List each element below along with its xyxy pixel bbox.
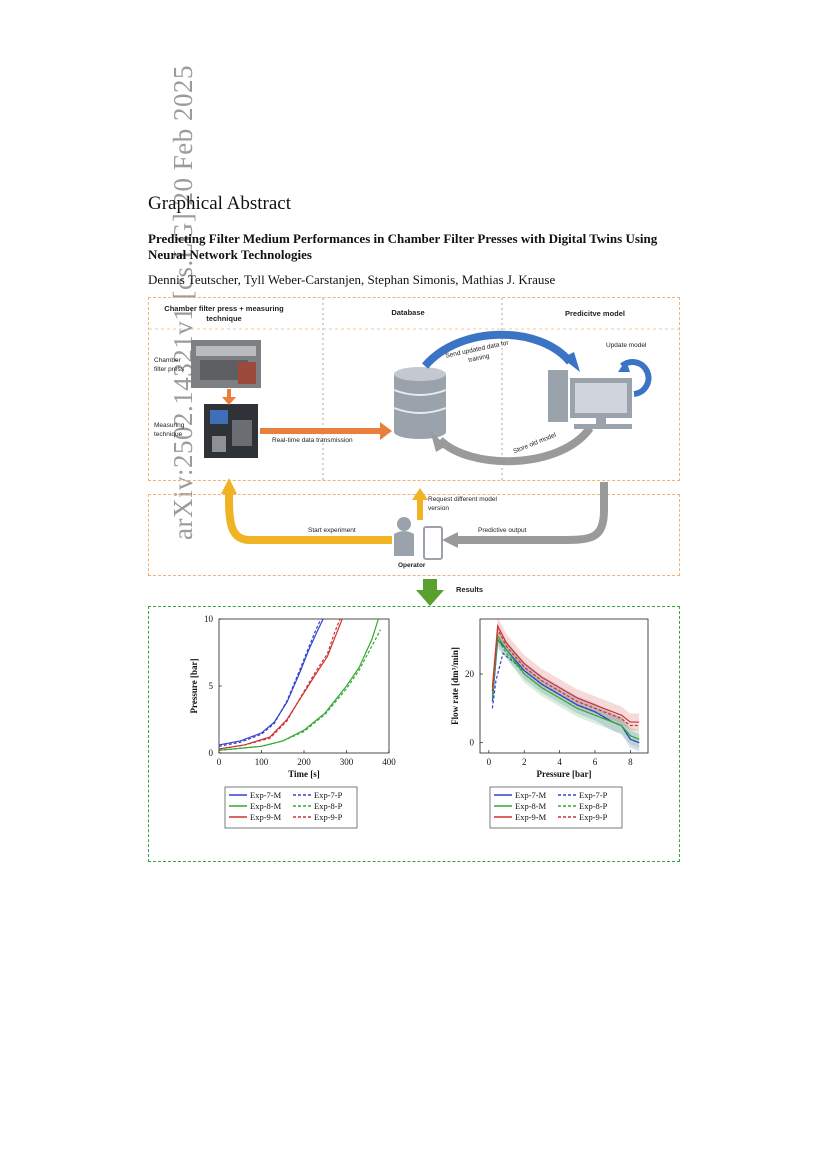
results-arrow-icon (416, 579, 444, 606)
predictive-output-arrow (455, 482, 608, 544)
label-request: Request different model version (428, 496, 497, 512)
store-arrow (437, 425, 594, 466)
y-tick-label: 0 (209, 748, 214, 758)
series-line-exp-7-m (218, 618, 324, 746)
paper-title: Predicting Filter Medium Performances in… (148, 231, 658, 262)
label-predictive-output: Predictive output (478, 527, 527, 534)
x-tick-label: 0 (487, 757, 492, 767)
arrow-head-icon (430, 430, 446, 452)
series-line-exp-9-p (218, 618, 341, 750)
graphical-abstract-heading: Graphical Abstract (148, 193, 291, 214)
x-tick-label: 400 (382, 757, 396, 767)
results-panel (148, 606, 680, 862)
computer-icon (548, 370, 632, 429)
legend-label: Exp-9-P (579, 812, 608, 822)
y-axis-label: Pressure [bar] (189, 659, 199, 714)
update-cycle-icon (620, 359, 652, 397)
label-realtime: Real-time data transmission (272, 437, 353, 444)
series-line-exp-9-m (218, 618, 343, 750)
plot-frame (479, 618, 649, 754)
x-axis-label: Pressure [bar] (537, 769, 592, 779)
database-icon (393, 367, 447, 439)
x-tick-label: 200 (297, 757, 311, 767)
x-tick-label: 100 (255, 757, 269, 767)
series-line-exp-7-p (218, 618, 322, 747)
label-operator: Operator (398, 562, 426, 569)
x-tick-label: 0 (217, 757, 222, 767)
down-arrow-icon (222, 389, 236, 405)
process-panel (148, 297, 680, 481)
tablet-icon (423, 526, 443, 560)
series-line-exp-9-p (491, 627, 640, 727)
series-line-exp-8-p (491, 637, 640, 740)
legend-label: Exp-7-P (314, 790, 343, 800)
series-line-exp-7-p (491, 652, 640, 744)
label-results: Results (456, 585, 484, 594)
paper-authors: Dennis Teutscher, Tyll Weber-Carstanjen,… (148, 272, 556, 287)
x-tick-label: 8 (628, 757, 633, 767)
col-mid-title: Database (391, 308, 425, 317)
legend-label: Exp-9-P (314, 812, 343, 822)
col-left-title: Chamber filter press + measuring techniq… (164, 304, 284, 323)
series-line-exp-8-m (218, 618, 379, 751)
y-axis-label: Flow rate [dm³/min] (450, 647, 460, 725)
series-line-exp-8-p (218, 629, 382, 751)
confidence-band (492, 617, 640, 731)
y-tick-label: 10 (204, 615, 214, 624)
operator-icon (394, 517, 414, 556)
arrow-head-icon (618, 360, 630, 372)
x-tick-label: 6 (593, 757, 598, 767)
arrow-head-icon (562, 352, 580, 372)
legend-box (489, 786, 623, 829)
arrow-head-icon (221, 478, 237, 494)
x-tick-label: 2 (522, 757, 527, 767)
label-update: Update model (606, 342, 647, 349)
legend-label: Exp-8-M (515, 801, 547, 811)
legend-label: Exp-9-M (515, 812, 547, 822)
send-arrow (421, 330, 574, 369)
legend-label: Exp-7-M (515, 790, 547, 800)
x-tick-label: 300 (340, 757, 354, 767)
legend-label: Exp-7-P (579, 790, 608, 800)
legend-label: Exp-8-P (579, 801, 608, 811)
legend-label: Exp-8-M (250, 801, 282, 811)
series-line-exp-9-m (491, 623, 640, 723)
start-experiment-arrow (225, 492, 392, 544)
y-tick-label: 5 (209, 681, 214, 691)
legend-label: Exp-8-P (314, 801, 343, 811)
y-tick-label: 0 (470, 738, 475, 748)
y-tick-label: 20 (465, 669, 475, 679)
filter-press-image (191, 340, 261, 388)
measuring-technique-image (204, 404, 258, 458)
request-arrow-icon (412, 488, 428, 520)
label-start: Start experiment (308, 527, 356, 534)
plot-frame (218, 618, 390, 754)
legend-box (224, 786, 358, 829)
x-axis-label: Time [s] (288, 769, 320, 779)
label-chamber: Chamber filter press (154, 357, 184, 373)
operator-panel (148, 494, 680, 576)
right-arrow-icon (260, 422, 392, 440)
col-right-title: Predicitve model (564, 309, 626, 318)
legend-label: Exp-9-M (250, 812, 282, 822)
label-measuring: Measuring technique (154, 422, 185, 438)
x-tick-label: 4 (557, 757, 562, 767)
arrow-head-icon (442, 532, 458, 548)
legend-label: Exp-7-M (250, 790, 282, 800)
